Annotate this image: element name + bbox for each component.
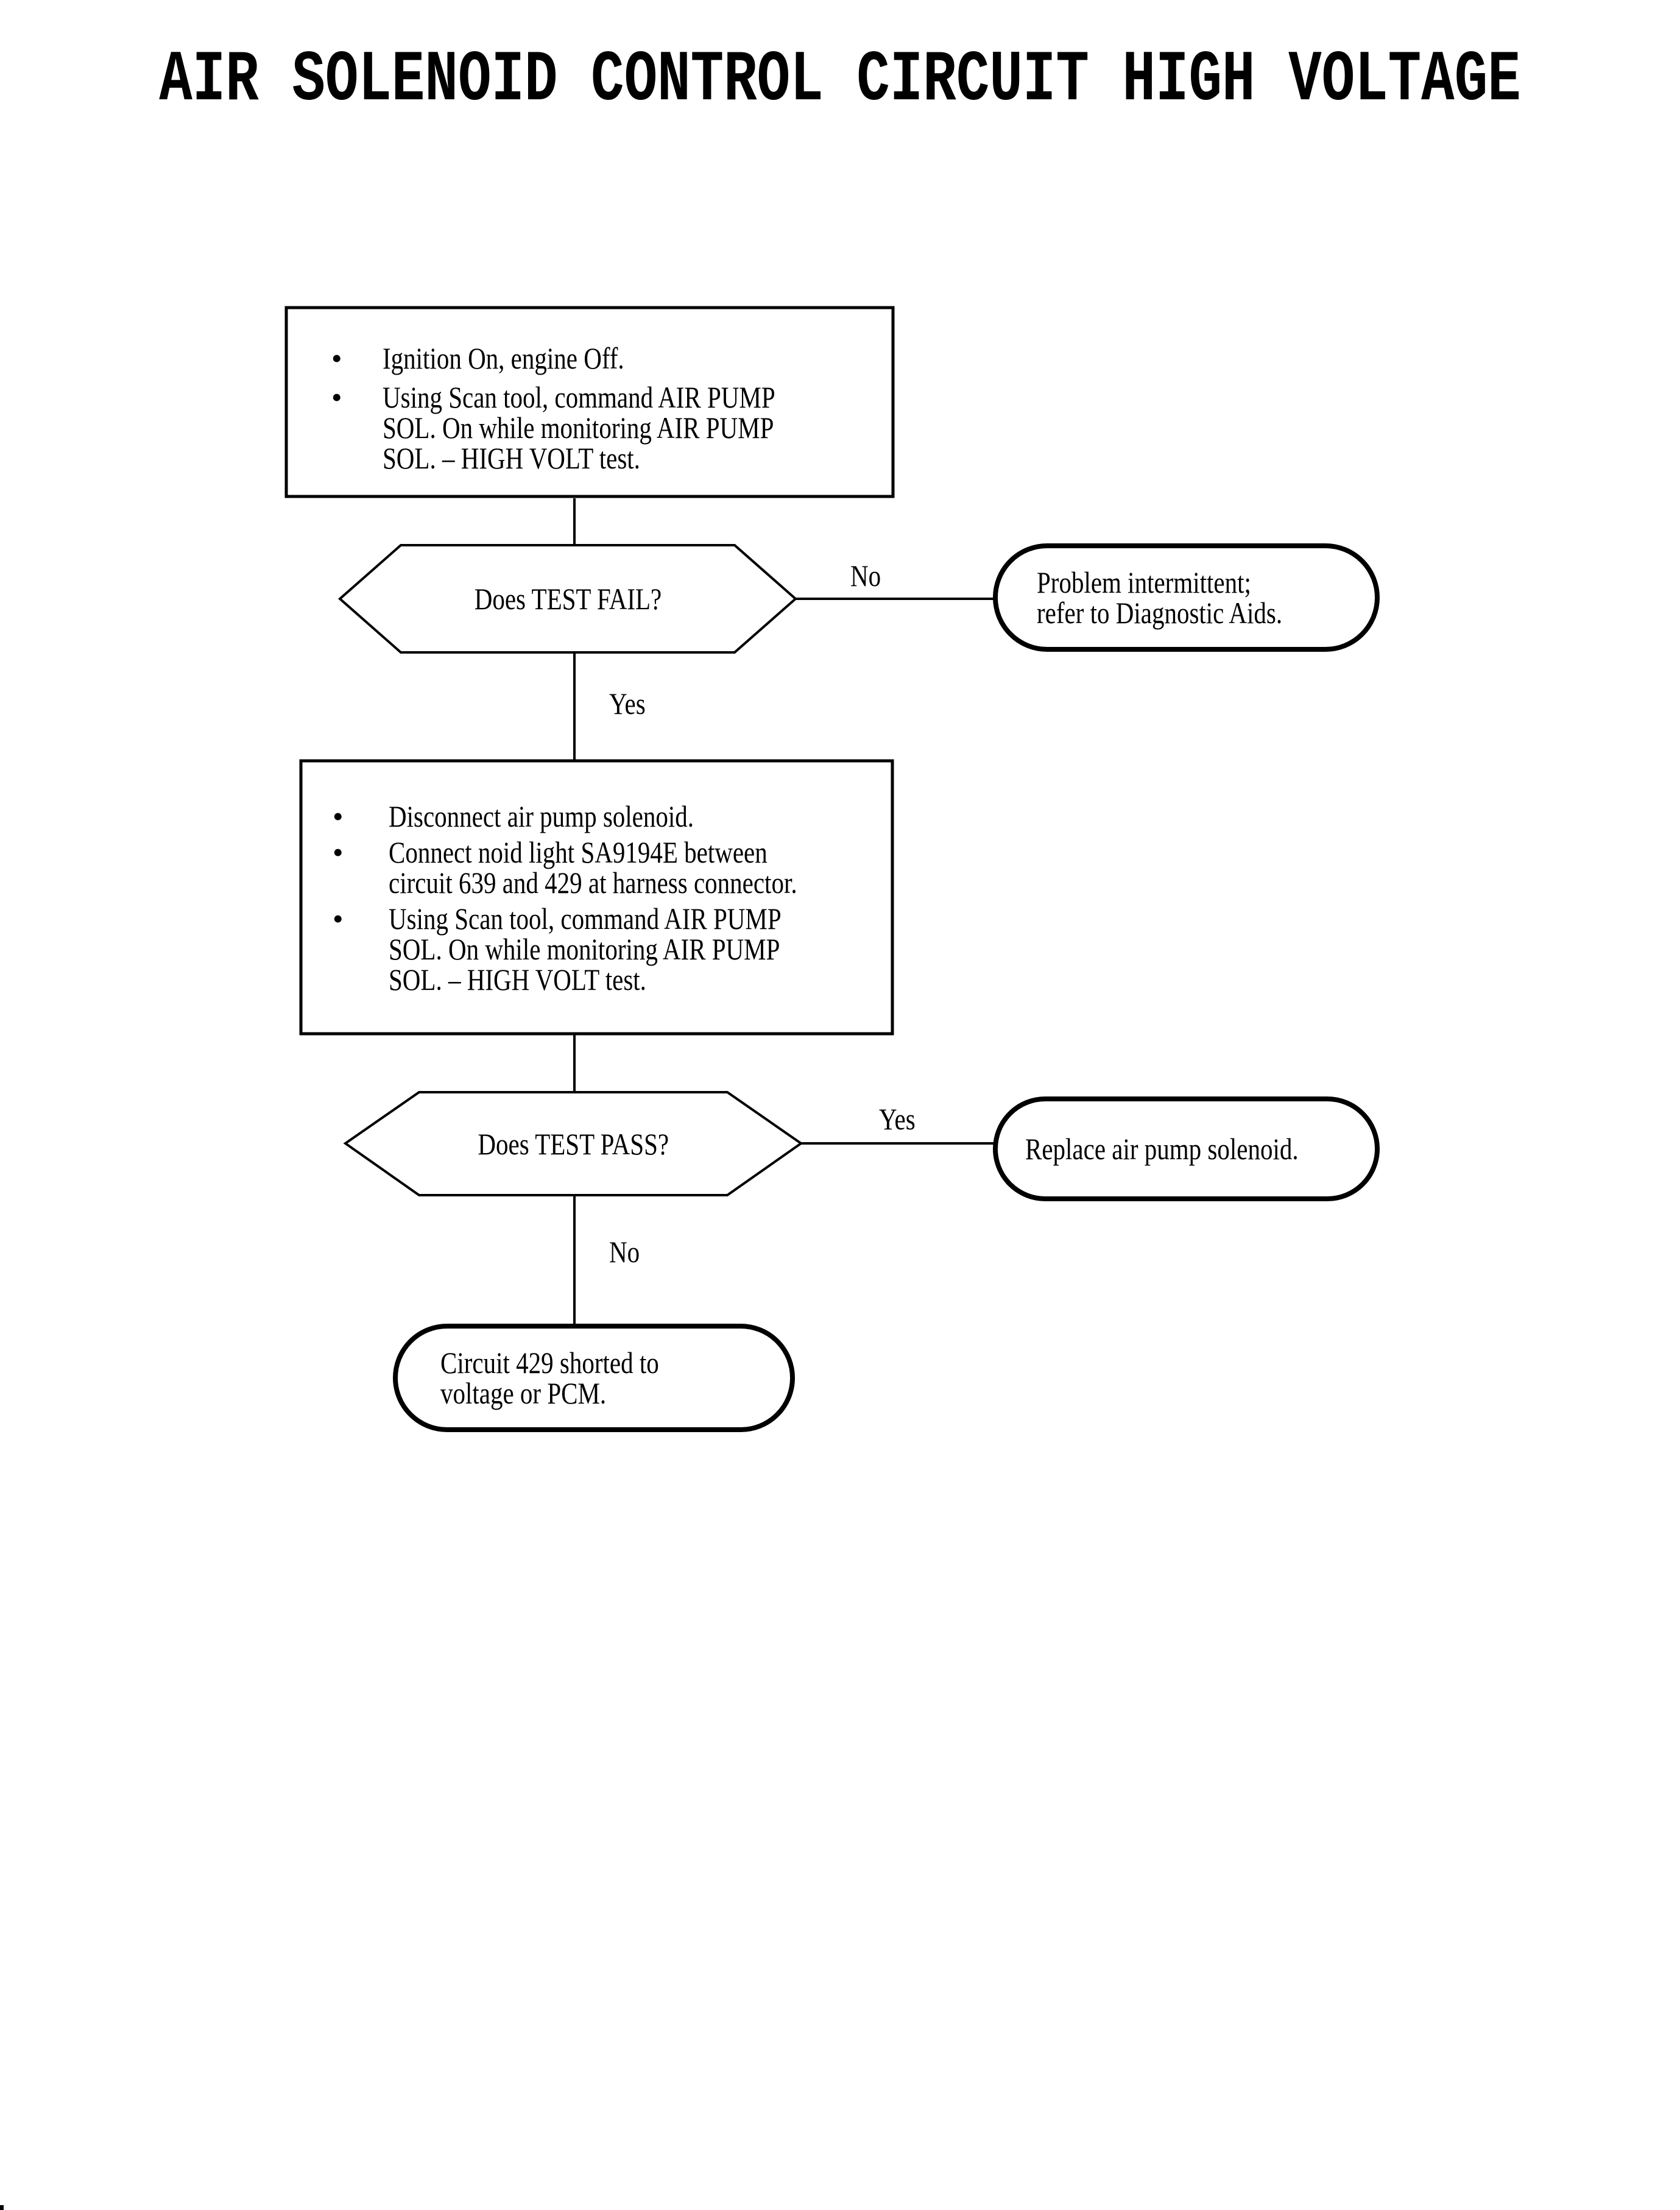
step1-bullet-2-text: Using Scan tool, command AIR PUMP SOL. O… xyxy=(383,380,775,475)
decision1-hexagon xyxy=(337,544,798,654)
terminal-shorted-shape xyxy=(393,1324,795,1432)
bullet-icon: • xyxy=(333,902,344,936)
step2-bullet-1: • Disconnect air pump solenoid. xyxy=(333,801,889,831)
terminal-shorted-text: Circuit 429 shorted to voltage or PCM. xyxy=(440,1346,659,1410)
step2-box xyxy=(299,759,894,1036)
bullet-icon: • xyxy=(331,341,342,375)
step1-bullet-1-text: Ignition On, engine Off. xyxy=(383,341,624,375)
decision1-label-wrap: Does TEST FAIL? xyxy=(340,545,796,652)
step1-box xyxy=(284,306,895,498)
step2-content: • Disconnect air pump solenoid. • Connec… xyxy=(301,761,889,995)
step2-bullet-2-text: Connect noid light SA9194E between circu… xyxy=(389,835,797,900)
decision2-label-wrap: Does TEST PASS? xyxy=(345,1092,801,1195)
scan-artifact-mark xyxy=(0,2205,4,2210)
decision2-label: Does TEST PASS? xyxy=(478,1126,669,1161)
terminal-replace-text: Replace air pump solenoid. xyxy=(1025,1132,1299,1166)
bullet-icon: • xyxy=(333,799,344,833)
decision2-hexagon xyxy=(343,1091,803,1196)
step1-content: • Ignition On, engine Off. • Using Scan … xyxy=(286,308,889,473)
step2-bullet-2: • Connect noid light SA9194E between cir… xyxy=(333,837,889,898)
step1-bullet-2: • Using Scan tool, command AIR PUMP SOL.… xyxy=(331,382,889,473)
decision1-no-label: No xyxy=(850,559,881,593)
terminal-replace-shape xyxy=(993,1096,1380,1201)
terminal-intermittent: Problem intermittent; refer to Diagnosti… xyxy=(995,546,1377,649)
terminal-intermittent-text: Problem intermittent; refer to Diagnosti… xyxy=(1037,565,1283,630)
decision1-yes-label: Yes xyxy=(609,687,646,721)
page-title: AIR SOLENOID CONTROL CIRCUIT HIGH VOLTAG… xyxy=(159,40,1521,121)
bullet-icon: • xyxy=(333,835,344,869)
bullet-icon: • xyxy=(331,380,342,414)
step2-bullet-3-text: Using Scan tool, command AIR PUMP SOL. O… xyxy=(389,902,782,997)
terminal-intermittent-shape xyxy=(993,543,1380,652)
terminal-replace: Replace air pump solenoid. xyxy=(995,1099,1377,1199)
step2-bullet-1-text: Disconnect air pump solenoid. xyxy=(389,799,694,833)
decision1-label: Does TEST FAIL? xyxy=(474,582,662,616)
terminal-shorted: Circuit 429 shorted to voltage or PCM. xyxy=(395,1326,792,1430)
decision2-yes-label: Yes xyxy=(879,1102,916,1136)
decision2-no-label: No xyxy=(609,1235,640,1269)
step2-bullet-3: • Using Scan tool, command AIR PUMP SOL.… xyxy=(333,903,889,995)
step1-bullet-1: • Ignition On, engine Off. xyxy=(331,343,889,373)
